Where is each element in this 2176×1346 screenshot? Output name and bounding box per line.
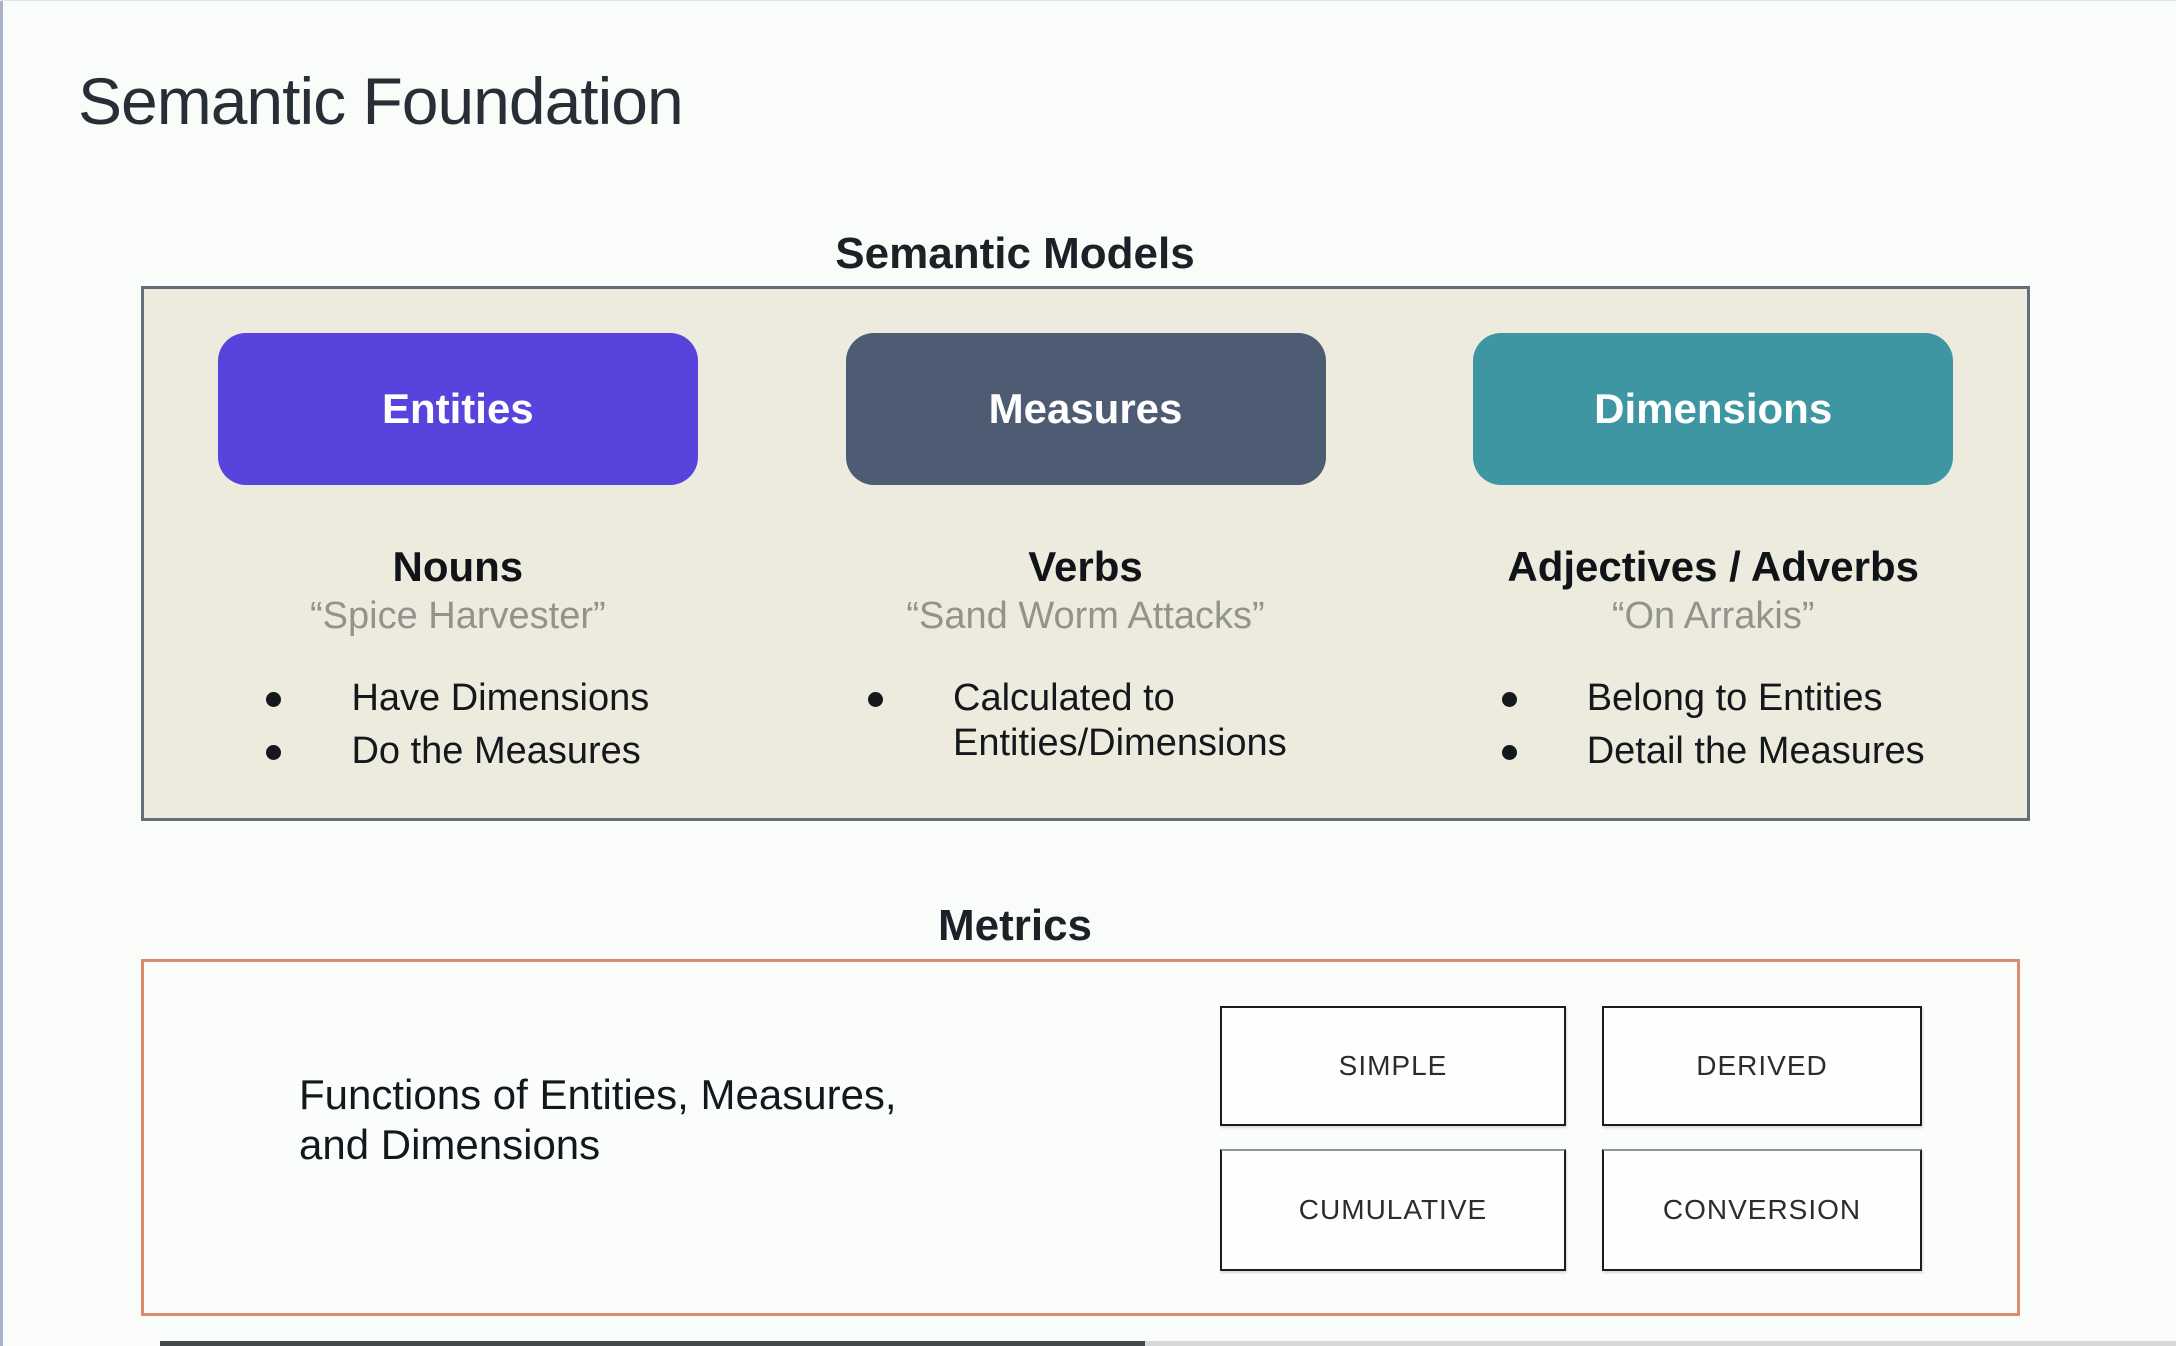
bullet-icon — [1501, 744, 1517, 760]
video-progress-played — [160, 1341, 1145, 1346]
bullet-icon — [868, 692, 883, 707]
list-item: Do the Measures — [266, 729, 649, 774]
metric-type-conversion: CONVERSION — [1602, 1149, 1922, 1271]
entities-button: Entities — [217, 333, 698, 485]
entities-column: Entities Nouns “Spice Harvester” Have Di… — [144, 289, 772, 818]
measures-example-quote: “Sand Worm Attacks” — [906, 595, 1265, 637]
list-item: Calculated to Entities/Dimensions — [868, 676, 1303, 766]
metrics-panel: Functions of Entities, Measures, and Dim… — [141, 959, 2020, 1316]
video-progress-bar[interactable] — [0, 1341, 2176, 1346]
metrics-description-line1: Functions of Entities, Measures, — [299, 1071, 897, 1118]
measures-button: Measures — [845, 333, 1326, 485]
entities-example-quote: “Spice Harvester” — [310, 595, 606, 637]
entities-bullet-list: Have Dimensions Do the Measures — [266, 676, 649, 782]
page-title: Semantic Foundation — [78, 64, 684, 138]
list-item: Have Dimensions — [266, 676, 649, 721]
dimensions-column: Dimensions Adjectives / Adverbs “On Arra… — [1399, 289, 2027, 818]
list-item: Belong to Entities — [1501, 676, 1925, 721]
video-progress-remaining — [1145, 1341, 2176, 1346]
semantic-models-panel: Entities Nouns “Spice Harvester” Have Di… — [141, 286, 2030, 821]
dimensions-example-quote: “On Arrakis” — [1611, 595, 1815, 637]
measures-role-label: Verbs — [1028, 543, 1143, 590]
metric-type-derived: DERIVED — [1602, 1006, 1922, 1126]
bullet-icon — [266, 744, 282, 760]
metrics-description-line2: and Dimensions — [299, 1120, 601, 1168]
list-item: Detail the Measures — [1501, 729, 1925, 774]
measures-column: Measures Verbs “Sand Worm Attacks” Calcu… — [772, 289, 1400, 818]
entities-role-label: Nouns — [392, 543, 524, 590]
metrics-description: Functions of Entities, Measures, and Dim… — [299, 1070, 897, 1169]
metric-types-grid: SIMPLE DERIVED CUMULATIVE CONVERSION — [1220, 1006, 1922, 1271]
dimensions-bullet-list: Belong to Entities Detail the Measures — [1501, 676, 1925, 782]
bullet-icon — [1501, 692, 1517, 707]
metric-type-cumulative: CUMULATIVE — [1220, 1149, 1566, 1271]
measures-bullet-list: Calculated to Entities/Dimensions — [868, 676, 1303, 774]
bullet-icon — [266, 692, 282, 707]
metric-type-simple: SIMPLE — [1220, 1006, 1566, 1126]
metrics-heading: Metrics — [937, 901, 1093, 950]
semantic-models-heading: Semantic Models — [835, 229, 1195, 278]
dimensions-button: Dimensions — [1473, 333, 1954, 485]
window-left-border — [0, 1, 3, 1346]
dimensions-role-label: Adjectives / Adverbs — [1507, 543, 1919, 590]
